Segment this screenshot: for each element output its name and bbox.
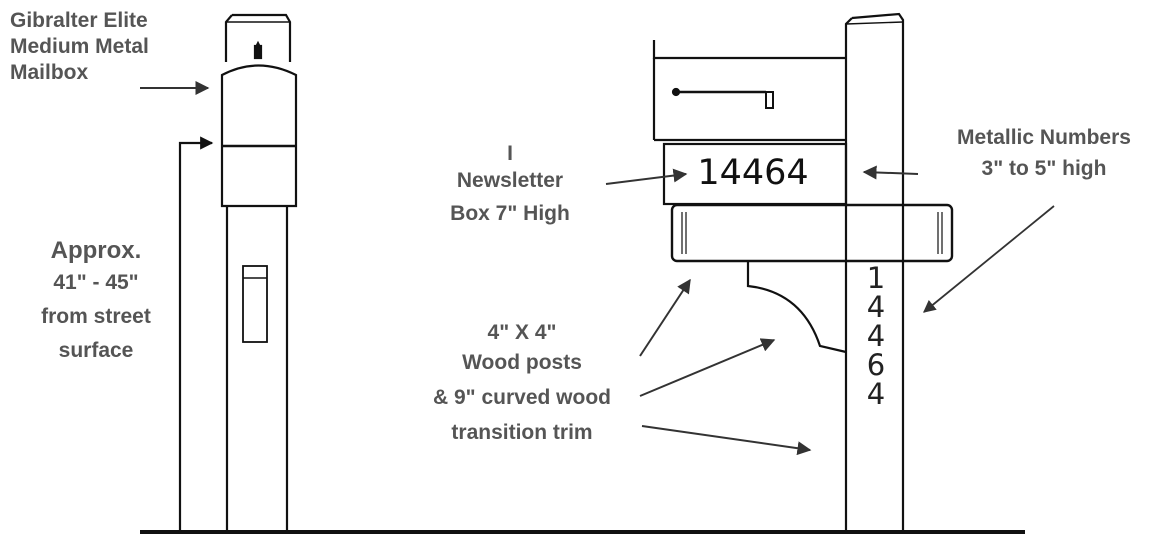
side-view-post bbox=[224, 13, 292, 532]
post-digit: 4 bbox=[866, 290, 886, 324]
front-view-post bbox=[844, 12, 905, 532]
front-view-mailbox bbox=[652, 40, 846, 142]
label-line: 3" to 5" high bbox=[981, 157, 1107, 180]
curved-transition-trim bbox=[746, 261, 847, 354]
metallic-numbers-label: Metallic Numbers 3" to 5" high bbox=[921, 124, 1165, 186]
post-digit: 6 bbox=[866, 348, 886, 382]
label-line: I bbox=[507, 142, 513, 165]
label-line: Gibralter Elite bbox=[10, 9, 148, 32]
label-line: Medium Metal bbox=[10, 35, 149, 58]
label-line: from street bbox=[41, 305, 151, 328]
label-line: Metallic Numbers bbox=[957, 126, 1131, 149]
newsletter-arrow bbox=[605, 168, 688, 185]
post-vertical-number: 1 4 4 6 4 bbox=[862, 264, 890, 409]
label-line: surface bbox=[58, 339, 134, 362]
height-label: Approx. 41" - 45" from street surface bbox=[0, 236, 192, 368]
wood-posts-label: 4" X 4" Wood posts & 9" curved wood tran… bbox=[388, 320, 656, 450]
mailbox-model-label: Gibralter Elite Medium Metal Mailbox bbox=[10, 8, 149, 86]
label-line: Approx. bbox=[50, 237, 142, 264]
label-line: 4" X 4" bbox=[487, 321, 557, 344]
post-digit: 1 bbox=[866, 261, 886, 295]
newsletter-box-number: 14464 bbox=[697, 153, 809, 193]
post-digit: 4 bbox=[866, 319, 886, 353]
newsletter-box-label: I Newsletter Box 7" High bbox=[424, 142, 596, 230]
label-line: Mailbox bbox=[10, 61, 89, 84]
height-indicator-line bbox=[178, 136, 214, 532]
label-line: & 9" curved wood bbox=[433, 386, 611, 409]
label-line: 41" - 45" bbox=[53, 271, 139, 294]
wood-arrow-post bbox=[641, 425, 812, 456]
side-view-mailbox bbox=[220, 40, 298, 208]
label-line: Box 7" High bbox=[450, 202, 570, 225]
metallic-arrow-box bbox=[862, 165, 919, 180]
wood-arrow-trim bbox=[639, 338, 776, 397]
wood-arrow-crossarm bbox=[639, 278, 691, 357]
post-digit: 4 bbox=[866, 377, 886, 411]
label-line: Newsletter bbox=[456, 169, 564, 192]
label-line: Wood posts bbox=[462, 351, 582, 374]
metallic-arrow-post bbox=[923, 205, 1055, 313]
crossarm bbox=[670, 203, 954, 263]
label-line: transition trim bbox=[451, 421, 593, 444]
